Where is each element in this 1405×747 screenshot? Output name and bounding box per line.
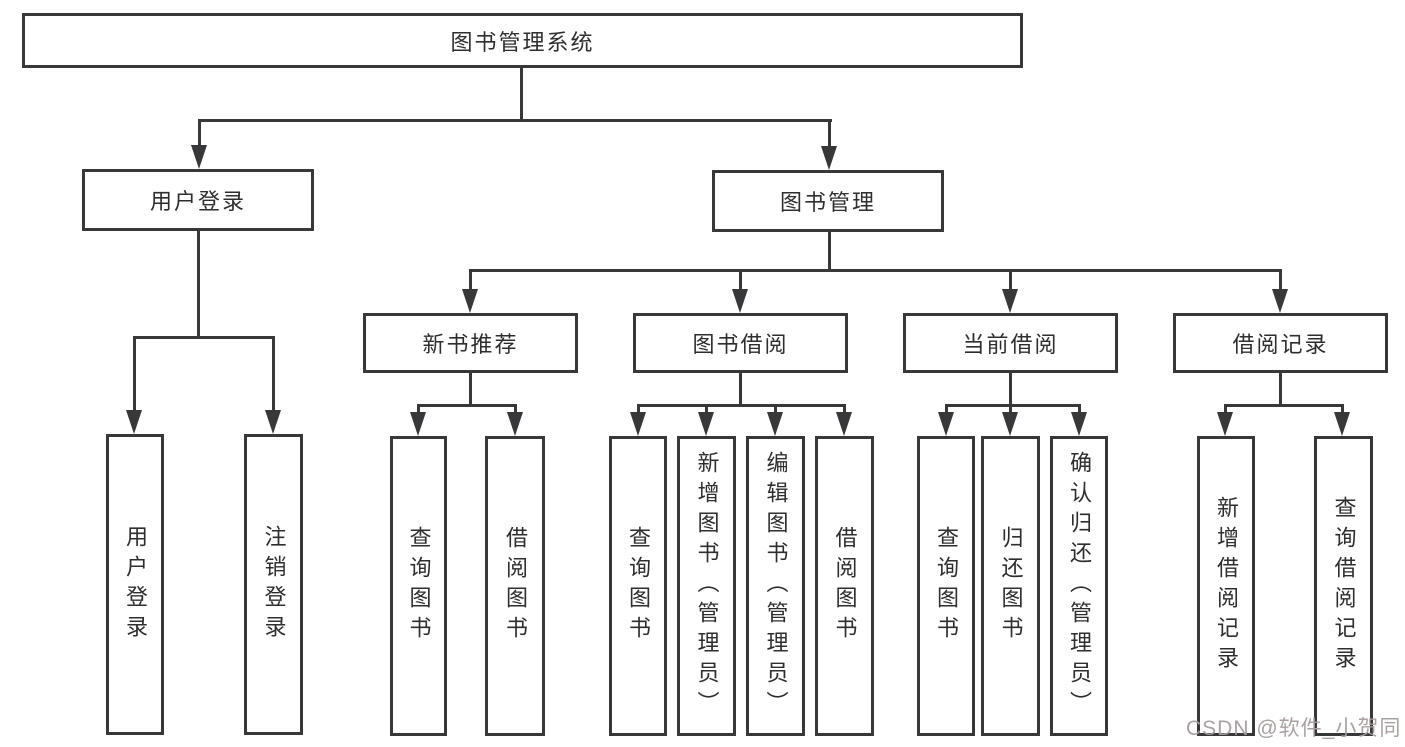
connector-line — [1279, 269, 1282, 291]
watermark: CSDN @软件_小贺同学 — [1186, 717, 1402, 740]
node-library-system: 图书管理系统 — [22, 13, 1023, 68]
node-return-books: 归还图书 — [981, 436, 1040, 736]
connector-line — [637, 404, 846, 407]
arrow-down-icon — [1272, 289, 1288, 313]
arrow-down-icon — [191, 145, 207, 169]
node-query-books: 查询图书 — [917, 436, 975, 736]
node-query-books: 查询图书 — [390, 436, 447, 736]
node-confirm-return-admin: 确认归还（管理员） — [1050, 436, 1108, 736]
arrow-down-icon — [1217, 412, 1233, 436]
node-logout-leaf: 注销登录 — [244, 434, 303, 735]
connector-line — [133, 336, 275, 339]
connector-line — [417, 404, 420, 416]
connector-line — [637, 404, 640, 416]
connector-line — [469, 269, 472, 291]
connector-line — [945, 404, 1081, 407]
connector-line — [1009, 373, 1012, 406]
node-query-books: 查询图书 — [609, 436, 667, 736]
connector-line — [843, 404, 846, 416]
node-borrow-books: 借阅图书 — [815, 436, 874, 736]
connector-line — [469, 373, 472, 406]
connector-line — [198, 119, 201, 147]
arrow-down-icon — [821, 146, 837, 170]
arrow-down-icon — [1334, 412, 1350, 436]
node-borrowing-records: 借阅记录 — [1173, 313, 1388, 373]
connector-line — [197, 231, 200, 336]
connector-line — [739, 269, 742, 291]
arrow-down-icon — [938, 412, 954, 436]
arrow-down-icon — [630, 412, 646, 436]
arrow-down-icon — [1071, 412, 1087, 436]
connector-line — [1341, 404, 1344, 416]
connector-line — [1224, 404, 1227, 416]
connector-line — [514, 404, 517, 416]
connector-line — [133, 336, 136, 412]
node-user-login-leaf: 用户登录 — [106, 434, 164, 735]
node-book-management: 图书管理 — [712, 170, 944, 232]
connector-line — [1224, 404, 1344, 407]
node-edit-book-admin: 编辑图书（管理员） — [746, 436, 805, 736]
arrow-down-icon — [1002, 289, 1018, 313]
connector-line — [1279, 373, 1282, 406]
arrow-down-icon — [265, 410, 281, 434]
connector-line — [272, 336, 275, 412]
arrow-down-icon — [462, 289, 478, 313]
node-query-borrow-record: 查询借阅记录 — [1314, 436, 1373, 736]
connector-line — [1009, 269, 1012, 291]
connector-line — [198, 119, 832, 122]
connector-line — [828, 119, 831, 148]
node-new-book-recommend: 新书推荐 — [363, 313, 578, 373]
arrow-down-icon — [1002, 412, 1018, 436]
node-book-borrowing: 图书借阅 — [633, 313, 848, 373]
node-add-borrow-record: 新增借阅记录 — [1197, 436, 1255, 736]
connector-line — [520, 68, 523, 120]
arrow-down-icon — [767, 412, 783, 436]
connector-line — [739, 373, 742, 406]
arrow-down-icon — [126, 410, 142, 434]
connector-line — [774, 404, 777, 416]
arrow-down-icon — [410, 412, 426, 436]
node-user-login: 用户登录 — [82, 169, 314, 231]
connector-line — [828, 232, 831, 272]
connector-line — [705, 404, 708, 416]
node-add-book-admin: 新增图书（管理员） — [677, 436, 736, 736]
node-current-borrowing: 当前借阅 — [903, 313, 1118, 373]
arrow-down-icon — [732, 289, 748, 313]
connector-line — [1078, 404, 1081, 416]
arrow-down-icon — [507, 412, 523, 436]
arrow-down-icon — [698, 412, 714, 436]
connector-line — [469, 269, 1282, 272]
arrow-down-icon — [836, 412, 852, 436]
connector-line — [417, 404, 517, 407]
connector-line — [945, 404, 948, 416]
connector-line — [1009, 404, 1012, 416]
node-borrow-books: 借阅图书 — [485, 436, 545, 736]
